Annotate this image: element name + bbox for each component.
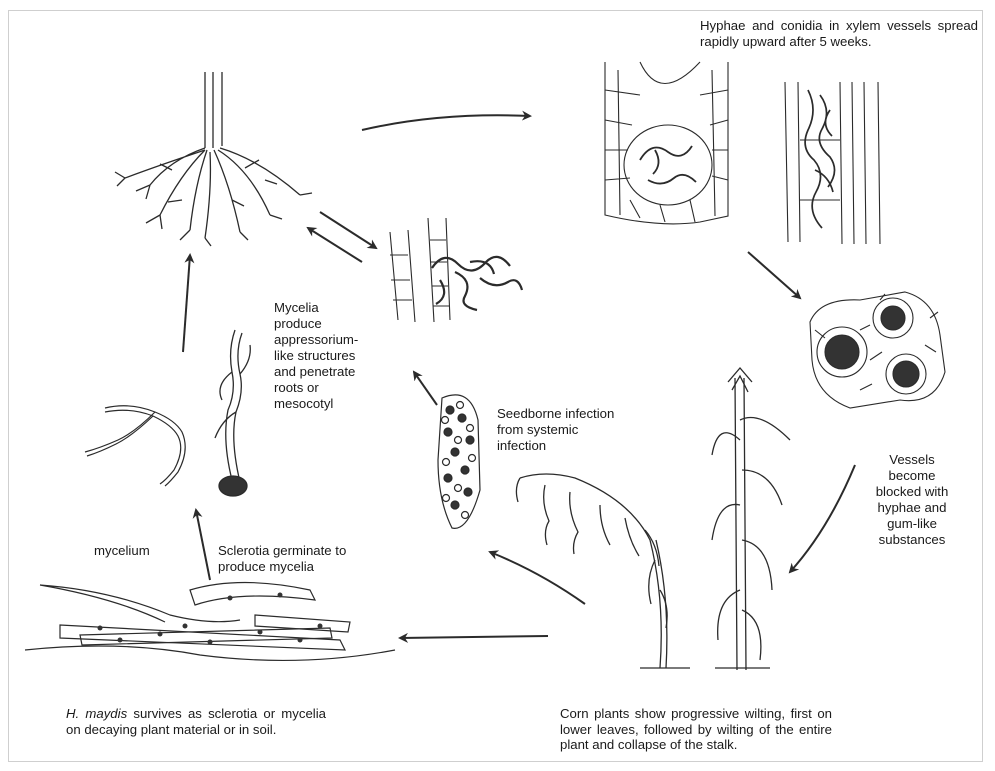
label-sclerotia-germinate: Sclerotia germinate to produce mycelia xyxy=(218,543,398,575)
mycelia-line: Mycelia xyxy=(274,300,374,316)
corn-ear-drawing xyxy=(438,395,480,528)
arrow-plants-to-seed xyxy=(490,552,585,604)
mycelia-line: produce xyxy=(274,316,374,332)
seedborne-line: Seedborne infection xyxy=(497,406,647,422)
blocked-vessels-drawing xyxy=(810,292,945,408)
vessels-line: hyphae and xyxy=(862,500,962,516)
xylem-vessel-drawing xyxy=(785,82,880,244)
vessels-line: become xyxy=(862,468,962,484)
vessels-line: blocked with xyxy=(862,484,962,500)
xylem-cross-section-drawing xyxy=(605,62,728,224)
arrow-vessels-to-plants xyxy=(790,465,855,572)
plant-debris-drawing xyxy=(25,583,395,661)
vessels-line: substances xyxy=(862,532,962,548)
arrow-mycelium-to-roots xyxy=(183,255,190,352)
vessels-line: Vessels xyxy=(862,452,962,468)
arrow-roots-to-penetration xyxy=(320,212,376,248)
seedborne-line: infection xyxy=(497,438,647,454)
arrow-xylem-to-vessels xyxy=(748,252,800,298)
label-seedborne-infection: Seedborne infection from systemic infect… xyxy=(497,406,647,454)
mycelia-line: mesocotyl xyxy=(274,396,374,412)
healthy-corn-plant-drawing xyxy=(712,368,790,670)
label-mycelia-penetrate: Mycelia produce appressorium- like struc… xyxy=(274,300,374,412)
mycelia-line: and penetrate xyxy=(274,364,374,380)
root-system-drawing xyxy=(115,72,312,246)
root-penetration-drawing xyxy=(390,218,522,322)
label-xylem-spread: Hyphae and conidia in xylem vessels spre… xyxy=(700,18,978,50)
arrow-roots-to-xylem xyxy=(362,115,530,130)
sclerotia-line: Sclerotia germinate to xyxy=(218,543,398,559)
seedborne-line: from systemic xyxy=(497,422,647,438)
sclerotia-line: produce mycelia xyxy=(218,559,398,575)
wilted-corn-plant-drawing xyxy=(516,474,690,668)
arrow-debris-to-mycelium xyxy=(196,510,210,580)
label-survives-caption: H. maydis survives as sclerotia or mycel… xyxy=(66,706,326,738)
mycelia-line: appressorium- xyxy=(274,332,374,348)
label-vessels-blocked: Vessels become blocked with hyphae and g… xyxy=(862,452,962,548)
mycelium-drawing xyxy=(85,406,185,486)
vessels-line: gum-like xyxy=(862,516,962,532)
label-mycelium: mycelium xyxy=(94,543,150,559)
pathogen-name: H. maydis xyxy=(66,706,127,721)
arrow-seed-to-penetration xyxy=(414,372,437,405)
arrow-plants-to-debris xyxy=(400,636,548,638)
mycelia-line: roots or xyxy=(274,380,374,396)
germinating-sclerotium-drawing xyxy=(215,330,250,496)
label-corn-wilting: Corn plants show progressive wilting, fi… xyxy=(560,706,832,753)
mycelia-line: like structures xyxy=(274,348,374,364)
